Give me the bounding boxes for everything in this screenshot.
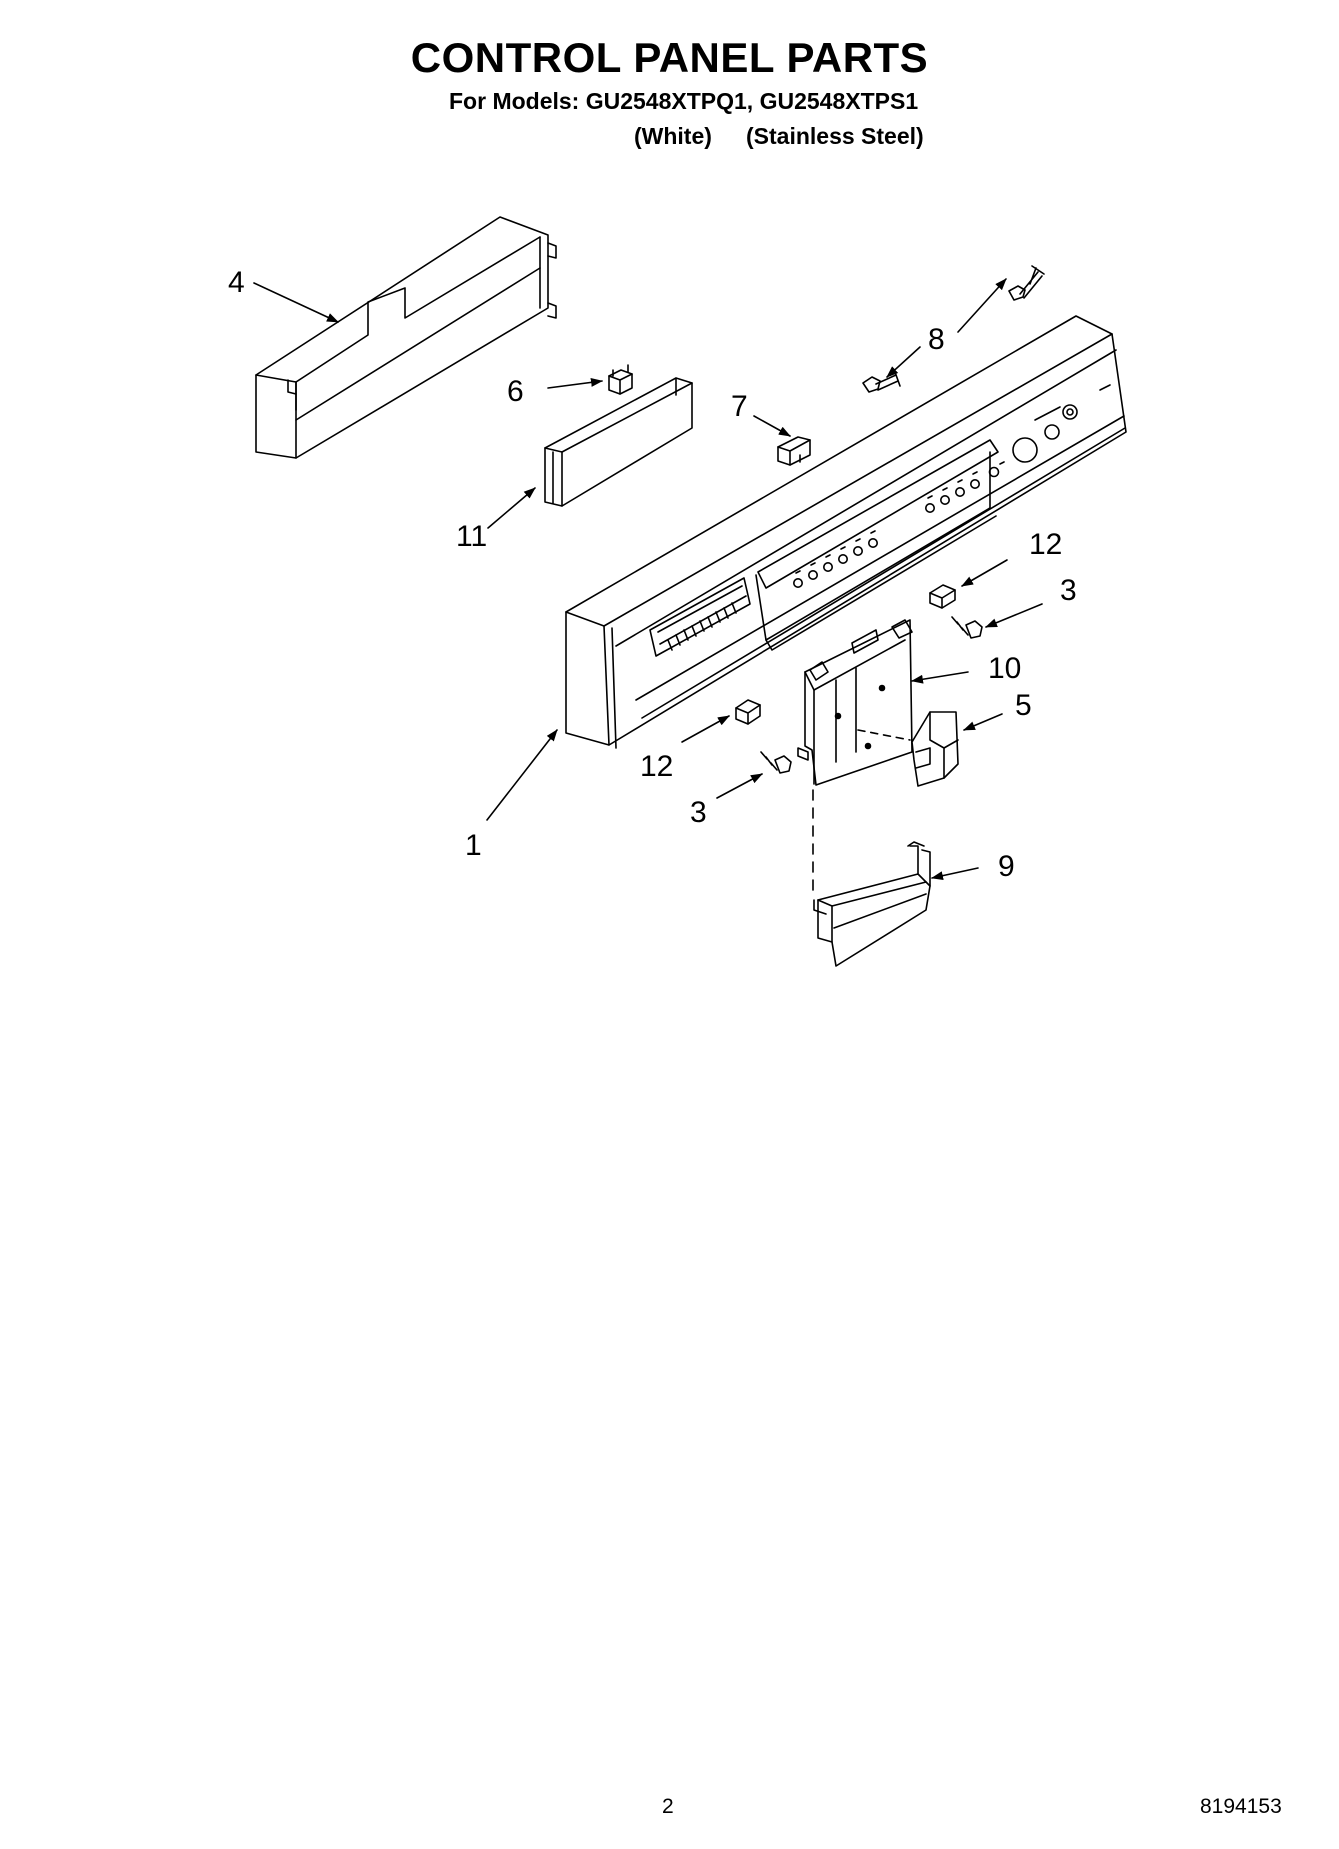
leader-arrow-4 — [253, 282, 339, 323]
page-number: 2 — [662, 1795, 674, 1818]
callout-12-lower: 12 — [640, 750, 673, 783]
leader-arrow-1 — [486, 729, 558, 821]
callout-3-lower: 3 — [690, 796, 707, 829]
part-3-screw-upper — [951, 616, 983, 639]
callout-3-upper: 3 — [1060, 574, 1077, 607]
alignment-line-bracket — [857, 729, 911, 741]
part-12-clip-lower — [735, 699, 761, 725]
leader-arrow-11 — [487, 487, 536, 529]
callout-4: 4 — [228, 266, 245, 299]
part-4-top-cover — [255, 216, 557, 459]
part-10-bracket — [797, 619, 913, 786]
finish-white-label: (White) — [634, 123, 712, 149]
part-3-screw-lower — [760, 751, 792, 774]
part-12-clip-upper — [929, 584, 956, 609]
callout-12-upper: 12 — [1029, 528, 1062, 561]
part-9-lower-bracket — [813, 841, 931, 967]
part-5-side-bracket — [911, 711, 959, 787]
part-8-screw-lower — [862, 371, 901, 393]
leader-arrow-3b — [716, 773, 763, 799]
part-7-clip — [777, 436, 811, 466]
leader-arrow-8a — [957, 278, 1007, 333]
callout-7: 7 — [731, 390, 748, 423]
callout-11: 11 — [456, 520, 487, 553]
leader-arrow-8b — [886, 346, 921, 378]
leader-arrow-10 — [911, 671, 969, 684]
leader-arrow-12a — [961, 559, 1008, 587]
leader-arrow-12b — [681, 715, 730, 743]
callout-6: 6 — [507, 375, 524, 408]
leader-arrow-9 — [931, 867, 979, 881]
page-title: CONTROL PANEL PARTS — [410, 34, 929, 81]
callout-9: 9 — [998, 850, 1015, 883]
leader-arrow-5 — [963, 713, 1003, 731]
leader-arrow-6 — [547, 377, 603, 389]
callout-10: 10 — [988, 652, 1021, 685]
leader-arrow-7 — [753, 415, 791, 437]
models-line: For Models: GU2548XTPQ1, GU2548XTPS1 — [449, 88, 919, 114]
leader-arrow-3a — [985, 603, 1043, 628]
callout-8: 8 — [928, 323, 945, 356]
document-number: 8194153 — [1200, 1795, 1282, 1818]
part-11-module-housing — [544, 377, 693, 507]
finish-steel-label: (Stainless Steel) — [746, 123, 924, 149]
part-8-screw-upper — [1008, 265, 1045, 301]
part-1-control-panel — [565, 315, 1127, 749]
part-6-clip — [608, 364, 633, 395]
callout-1: 1 — [465, 829, 482, 862]
callout-5: 5 — [1015, 689, 1032, 722]
